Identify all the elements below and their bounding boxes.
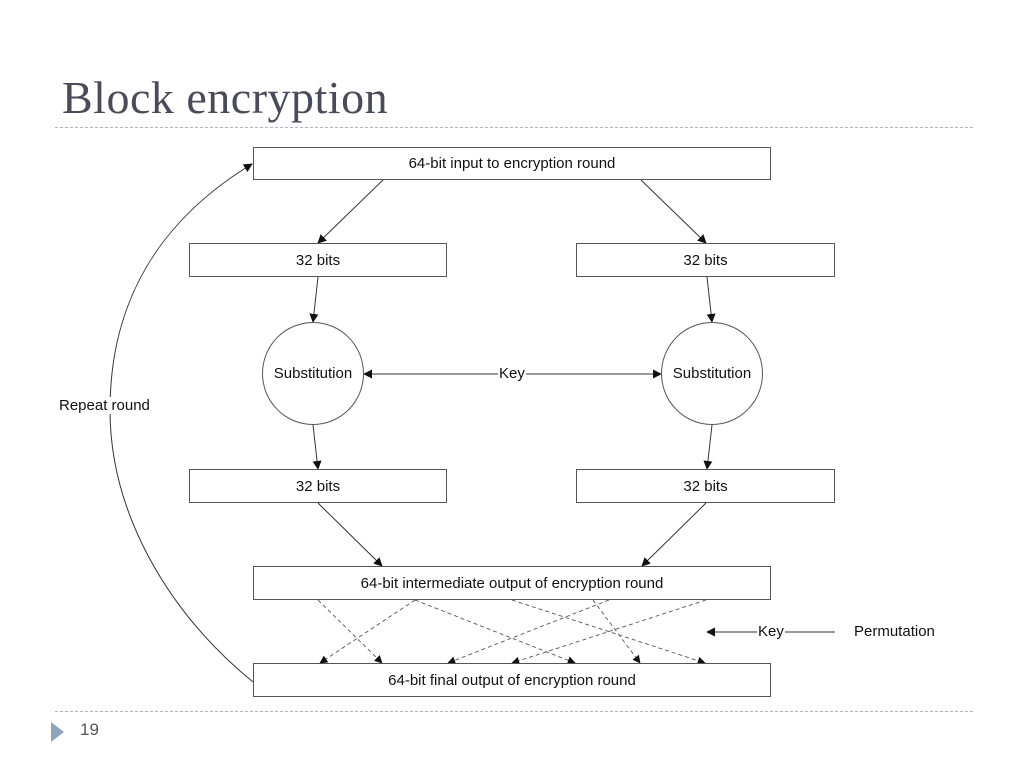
arrow-right-substitution-to-half bbox=[703, 424, 713, 470]
right-half-bottom-box: 32 bits bbox=[576, 469, 835, 503]
repeat-round-label: Repeat round bbox=[58, 397, 151, 414]
perm-wire-5 bbox=[447, 599, 610, 665]
arrow-right-half-to-intermediate bbox=[641, 502, 707, 567]
repeat-round-arrow bbox=[109, 163, 254, 683]
perm-wire-4 bbox=[511, 599, 706, 665]
right-half-top-box: 32 bits bbox=[576, 243, 835, 277]
title-divider bbox=[55, 127, 973, 128]
substitution-key-label: Key bbox=[498, 365, 526, 382]
intermediate-output-box: 64-bit intermediate output of encryption… bbox=[253, 566, 771, 600]
perm-wire-7 bbox=[511, 599, 707, 665]
footer-divider bbox=[55, 711, 973, 712]
perm-wire-1 bbox=[317, 599, 383, 664]
page-number: 19 bbox=[80, 720, 99, 739]
permutation-label: Permutation bbox=[853, 623, 936, 640]
arrow-input-to-left-half bbox=[317, 179, 384, 244]
arrow-left-substitution-to-half bbox=[312, 424, 322, 470]
input-box: 64-bit input to encryption round bbox=[253, 147, 771, 180]
arrow-input-to-right-half bbox=[640, 179, 707, 244]
permutation-key-label: Key bbox=[757, 623, 785, 640]
perm-wire-2 bbox=[319, 599, 416, 664]
final-output-box: 64-bit final output of encryption round bbox=[253, 663, 771, 697]
left-half-top-box: 32 bits bbox=[189, 243, 447, 277]
arrow-left-half-to-intermediate bbox=[317, 502, 383, 567]
arrow-left-half-to-substitution bbox=[309, 276, 319, 323]
left-half-bottom-box: 32 bits bbox=[189, 469, 447, 503]
slide-title: Block encryption bbox=[62, 72, 389, 123]
right-substitution-circle: Substitution bbox=[661, 322, 763, 425]
perm-wire-3 bbox=[414, 599, 576, 665]
arrow-right-half-to-substitution bbox=[706, 276, 716, 323]
triangle-bullet-icon bbox=[51, 722, 64, 742]
perm-wire-6 bbox=[592, 599, 641, 664]
left-substitution-circle: Substitution bbox=[262, 322, 364, 425]
